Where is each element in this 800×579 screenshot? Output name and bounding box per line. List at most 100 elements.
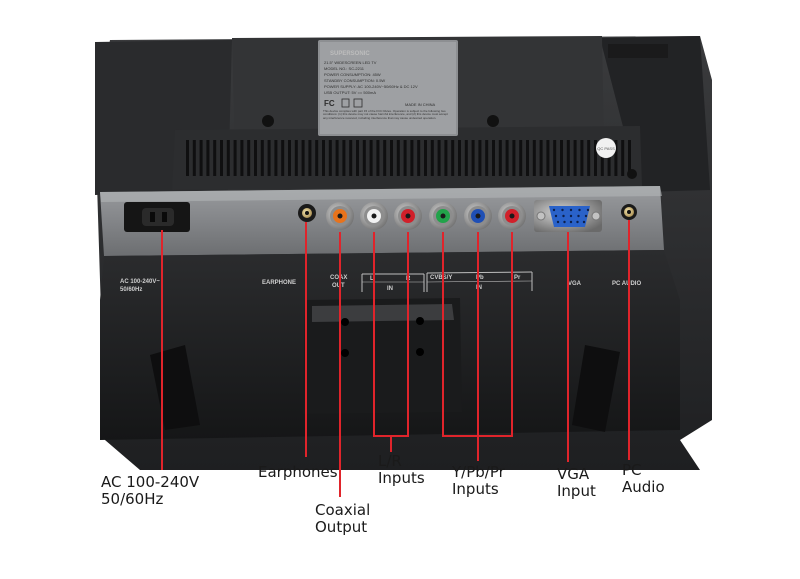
screw-icon xyxy=(627,169,637,179)
vent-slot xyxy=(390,140,393,176)
callout-earphones: Earphones xyxy=(258,463,338,481)
vent-slot xyxy=(628,140,631,176)
vga-pin xyxy=(563,220,566,224)
panel-label-pr: Pr xyxy=(514,275,521,281)
svg-text:FC: FC xyxy=(324,99,335,108)
ac-power-inlet[interactable] xyxy=(124,202,190,232)
vent-slot xyxy=(430,140,434,176)
vent-slot xyxy=(573,140,577,176)
vent-slot xyxy=(247,140,251,176)
screw-icon xyxy=(487,115,499,127)
audio-l-jack[interactable] xyxy=(360,202,388,230)
callout-leader-lines xyxy=(161,220,630,497)
vent-slot xyxy=(607,140,611,176)
callout-vga-input: VGA Input xyxy=(557,465,596,500)
vent-slot xyxy=(260,140,264,176)
vga-pin xyxy=(554,214,558,218)
label-line-6: USB OUTPUT: 5V == 500mA xyxy=(324,90,376,95)
vga-pin xyxy=(552,208,556,212)
label-brand: SUPERSONIC xyxy=(330,51,370,57)
vent-slot xyxy=(458,140,461,176)
vent-slot xyxy=(376,140,380,176)
vent-slot xyxy=(532,140,536,176)
vent-slot xyxy=(600,140,604,176)
vent-slot xyxy=(614,140,618,176)
vent-slot xyxy=(580,140,584,176)
vent-slot xyxy=(566,140,570,176)
vent-slot xyxy=(335,140,339,176)
audio-r-jack[interactable] xyxy=(394,202,422,230)
label-line-1: 21.5" WIDESCREEN LED TV xyxy=(324,60,377,65)
product-label: SUPERSONIC 21.5" WIDESCREEN LED TV MODEL… xyxy=(318,40,458,136)
earphone-jack[interactable] xyxy=(298,204,316,222)
y-input-jack[interactable] xyxy=(429,202,457,230)
vent-slot xyxy=(274,140,278,176)
vent-slot xyxy=(485,140,489,176)
vga-pin xyxy=(582,220,586,224)
vga-pin xyxy=(584,214,588,218)
vent-slot xyxy=(424,140,427,176)
label-line-4: STANDBY CONSUMPTION: 0.5W xyxy=(324,78,385,83)
vga-pin xyxy=(586,208,590,212)
vga-pin xyxy=(578,208,581,212)
vga-port[interactable] xyxy=(534,200,602,232)
vga-pin xyxy=(556,220,560,224)
vga-pin xyxy=(569,214,573,218)
vga-pin xyxy=(569,208,573,212)
coax-out-jack[interactable] xyxy=(326,202,354,230)
vent-slot xyxy=(464,140,468,176)
vent-slot xyxy=(349,140,353,176)
mount-hole-icon xyxy=(341,349,349,357)
vga-pin xyxy=(577,214,580,218)
vent-slot xyxy=(192,140,196,176)
panel-label-ac: AC 100-240V~ xyxy=(120,279,160,285)
label-line-3: POWER CONSUMPTION: 45W xyxy=(324,72,381,77)
label-made-in: MADE IN CHINA xyxy=(405,102,436,107)
vent-slot xyxy=(451,140,455,176)
vent-slot xyxy=(362,140,366,176)
vga-pin xyxy=(561,208,564,212)
callout-pc-audio: PC Audio xyxy=(622,461,665,496)
vent-slot xyxy=(186,140,189,176)
vent-slot xyxy=(526,140,529,176)
fcc-ce-marks-icon: FC xyxy=(324,98,363,108)
vga-pin xyxy=(569,220,573,224)
screw-icon xyxy=(262,115,274,127)
vent-slot xyxy=(356,140,359,176)
vent-slot xyxy=(587,140,591,176)
panel-label-coax-1: COAX xyxy=(330,275,347,281)
vent-grille xyxy=(186,140,631,176)
vent-slot xyxy=(417,140,421,176)
vent-slot xyxy=(315,140,319,176)
pr-input-jack[interactable] xyxy=(498,202,526,230)
vent-slot xyxy=(267,140,271,176)
pb-input-jack[interactable] xyxy=(464,202,492,230)
pc-audio-jack[interactable] xyxy=(621,204,637,220)
qc-sticker-text: QC PASS xyxy=(597,146,615,151)
stand-bracket xyxy=(303,298,462,414)
vent-slot xyxy=(342,140,346,176)
vent-slot xyxy=(403,140,407,176)
mount-hole-icon xyxy=(341,318,349,326)
vent-slot xyxy=(240,140,244,176)
vent-slot xyxy=(594,140,597,176)
vent-slot xyxy=(226,140,230,176)
vent-slot xyxy=(396,140,400,176)
vent-slot xyxy=(437,140,441,176)
label-fcc-note: This device complies with part 15 of the… xyxy=(323,110,448,120)
vent-slot xyxy=(288,140,291,176)
label-line-2: MODEL NO.: SC-2211 xyxy=(324,66,365,71)
panel-label-earphone: EARPHONE xyxy=(262,280,296,286)
vent-slot xyxy=(369,140,373,176)
label-line-5: POWER SUPPLY: AC 100-240V~50/60Hz & DC 1… xyxy=(324,84,418,89)
vent-slot xyxy=(444,140,448,176)
callout-ac-power: AC 100-240V 50/60Hz xyxy=(101,473,200,508)
vent-slot xyxy=(539,140,543,176)
vent-slot xyxy=(322,140,325,176)
vent-slot xyxy=(492,140,495,176)
panel-label-coax-2: OUT xyxy=(332,283,345,289)
vent-slot xyxy=(328,140,332,176)
mount-hole-icon xyxy=(416,317,424,325)
panel-label-pc-audio: PC AUDIO xyxy=(612,281,641,287)
